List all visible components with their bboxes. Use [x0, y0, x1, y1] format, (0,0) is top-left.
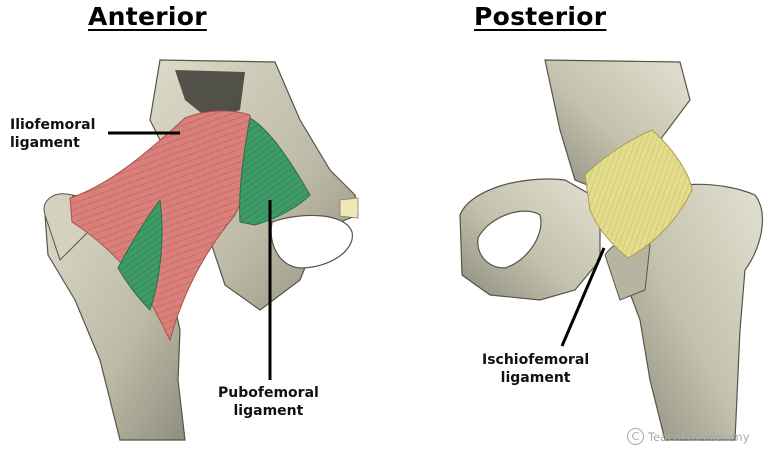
ischiofemoral-label-line-2: ligament: [482, 369, 589, 387]
teachmeanatomy-watermark: C TeachMeAnatomy: [627, 428, 750, 445]
pubofemoral-label-line-1: Pubofemoral: [218, 384, 319, 402]
ischiofemoral-ligament-label: Ischiofemoral ligament: [482, 351, 589, 387]
iliofemoral-label-line-1: Iliofemoral: [10, 116, 95, 134]
pubic-cartilage: [340, 198, 358, 218]
anterior-heading: Anterior: [88, 2, 207, 31]
ischiofemoral-label-line-1: Ischiofemoral: [482, 351, 589, 369]
pubofemoral-label-line-2: ligament: [218, 402, 319, 420]
posterior-heading: Posterior: [474, 2, 606, 31]
watermark-text: TeachMeAnatomy: [648, 430, 750, 444]
iliofemoral-ligament-label: Iliofemoral ligament: [10, 116, 95, 152]
iliofemoral-label-line-2: ligament: [10, 134, 95, 152]
copyright-icon: C: [627, 428, 644, 445]
pubofemoral-ligament-label: Pubofemoral ligament: [218, 384, 319, 420]
obturator-foramen: [271, 215, 352, 268]
